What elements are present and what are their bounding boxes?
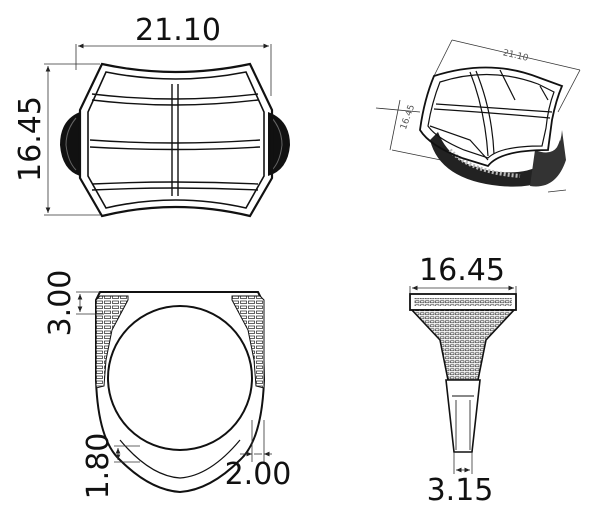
- side-bottom-left-label: 1.80: [81, 433, 116, 500]
- iso-view: 21.10 16.45: [375, 39, 581, 193]
- side-outer-outline: [95, 291, 266, 494]
- front-view: 16.45 3.15: [409, 253, 517, 508]
- top-bar-grid: [89, 84, 261, 196]
- side-bottom-right-label: 2.00: [225, 457, 292, 492]
- side-view: 3.00 1.80 2.00: [43, 270, 291, 500]
- iso-width-label: 21.10: [502, 48, 530, 64]
- side-top-label: 3.00: [43, 270, 78, 337]
- top-outer-outline: [78, 62, 274, 218]
- top-width-dimension: [75, 43, 272, 96]
- iso-top-outline: [419, 66, 564, 168]
- iso-shank-shape: [430, 132, 560, 187]
- top-width-label: 21.10: [135, 13, 221, 48]
- left-shank-shape: [60, 112, 80, 176]
- front-bottom-label: 3.15: [427, 473, 494, 508]
- front-stem-shape: [445, 379, 481, 453]
- finger-hole: [107, 305, 253, 451]
- iso-height-label: 16.45: [399, 103, 417, 131]
- front-head-shape: [410, 309, 516, 381]
- top-height-dimension: [44, 63, 100, 216]
- top-height-label: 16.45: [13, 96, 48, 182]
- front-top-label: 16.45: [419, 253, 505, 288]
- right-shank-shape: [268, 112, 290, 176]
- top-view: 21.10 16.45: [13, 13, 290, 218]
